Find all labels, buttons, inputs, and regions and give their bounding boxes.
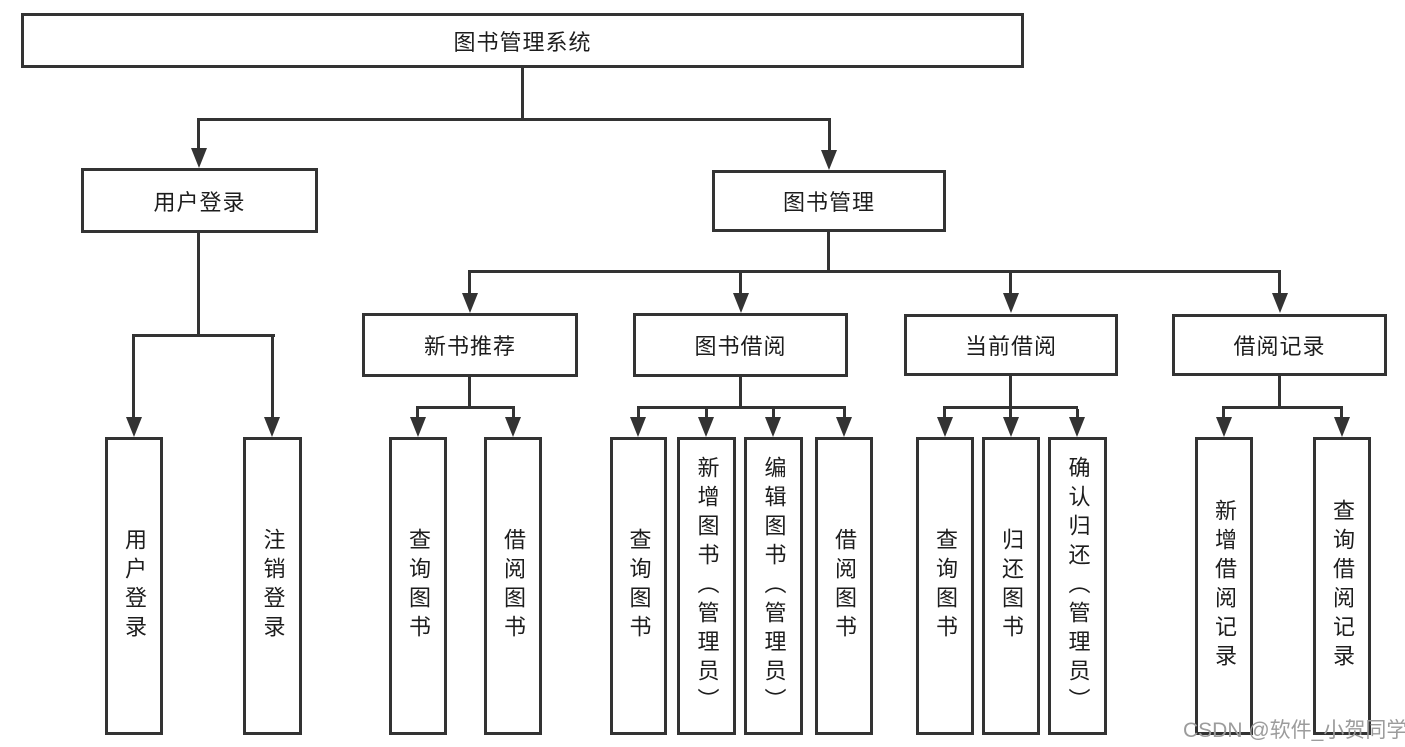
leaf-query-borrow-record-label: 查询借阅记录 <box>1330 499 1355 673</box>
node-current-borrowing-label: 当前借阅 <box>964 334 1057 359</box>
watermark: CSDN @软件_小贺同学 <box>1183 719 1405 742</box>
connector-line <box>1222 406 1343 409</box>
arrowhead-down-icon <box>733 293 749 313</box>
connector-line <box>843 409 846 417</box>
leaf-query-books-current: 查询图书 <box>916 437 974 735</box>
node-borrowing-records: 借阅记录 <box>1172 314 1387 376</box>
arrowhead-down-icon <box>630 417 646 437</box>
leaf-logout: 注销登录 <box>243 437 302 735</box>
connector-line <box>521 68 524 120</box>
connector-line <box>271 337 274 417</box>
connector-line <box>197 233 200 336</box>
connector-line <box>132 334 275 337</box>
arrowhead-down-icon <box>1334 417 1350 437</box>
node-book-borrowing: 图书借阅 <box>633 313 848 377</box>
arrowhead-down-icon <box>1003 417 1019 437</box>
arrowhead-down-icon <box>505 417 521 437</box>
leaf-user-login: 用户登录 <box>105 437 163 735</box>
leaf-confirm-return-admin-label: 确认归还（管理员） <box>1065 455 1091 717</box>
arrowhead-down-icon <box>937 417 953 437</box>
leaf-return-book-label: 归还图书 <box>999 528 1024 644</box>
connector-line <box>416 409 419 417</box>
node-root: 图书管理系统 <box>21 13 1024 68</box>
connector-line <box>828 121 831 152</box>
node-current-borrowing: 当前借阅 <box>904 314 1118 376</box>
connector-line <box>468 377 471 406</box>
arrowhead-down-icon <box>126 417 142 437</box>
leaf-add-borrow-record: 新增借阅记录 <box>1195 437 1253 735</box>
connector-line <box>827 232 830 270</box>
leaf-query-borrow-record: 查询借阅记录 <box>1313 437 1371 735</box>
leaf-borrow-books-recommend: 借阅图书 <box>484 437 542 735</box>
connector-line <box>512 409 515 417</box>
leaf-borrow-books-borrowing-label: 借阅图书 <box>832 528 857 644</box>
leaf-confirm-return-admin: 确认归还（管理员） <box>1048 437 1107 735</box>
connector-line <box>416 406 515 409</box>
connector-line <box>739 273 742 293</box>
leaf-logout-label: 注销登录 <box>260 528 286 644</box>
leaf-add-book-admin-label: 新增图书（管理员） <box>694 455 720 717</box>
node-user-login-label: 用户登录 <box>153 189 246 215</box>
connector-line <box>1009 273 1012 293</box>
connector-line <box>1009 409 1012 417</box>
leaf-query-books-recommend-label: 查询图书 <box>406 528 431 644</box>
connector-line <box>943 406 1078 409</box>
connector-line <box>132 337 135 417</box>
arrowhead-down-icon <box>1216 417 1232 437</box>
node-new-book-recommendation-label: 新书推荐 <box>423 334 516 359</box>
node-borrowing-records-label: 借阅记录 <box>1233 334 1326 359</box>
node-new-book-recommendation: 新书推荐 <box>362 313 578 377</box>
connector-line <box>468 273 471 293</box>
connector-line <box>1278 273 1281 293</box>
leaf-add-borrow-record-label: 新增借阅记录 <box>1212 499 1237 673</box>
connector-line <box>1076 409 1079 417</box>
leaf-query-books-recommend: 查询图书 <box>389 437 447 735</box>
connector-line <box>637 409 640 417</box>
leaf-edit-book-admin: 编辑图书（管理员） <box>744 437 803 735</box>
arrowhead-down-icon <box>410 417 426 437</box>
node-root-label: 图书管理系统 <box>453 29 592 55</box>
connector-line <box>705 409 708 417</box>
connector-line <box>637 406 846 409</box>
leaf-borrow-books-recommend-label: 借阅图书 <box>501 528 526 644</box>
arrowhead-down-icon <box>191 148 207 168</box>
node-user-login: 用户登录 <box>81 168 318 233</box>
connector-line <box>739 377 742 406</box>
arrowhead-down-icon <box>1003 293 1019 313</box>
connector-line <box>772 409 775 417</box>
arrowhead-down-icon <box>836 417 852 437</box>
leaf-edit-book-admin-label: 编辑图书（管理员） <box>761 455 787 717</box>
node-book-management-label: 图书管理 <box>782 190 875 215</box>
node-book-management: 图书管理 <box>712 170 946 232</box>
connector-line <box>197 118 831 121</box>
connector-line <box>943 409 946 417</box>
leaf-user-login-label: 用户登录 <box>122 528 147 644</box>
arrowhead-down-icon <box>698 417 714 437</box>
connector-line <box>1009 376 1012 406</box>
leaf-query-books-borrowing: 查询图书 <box>610 437 667 735</box>
connector-line <box>468 270 1281 273</box>
leaf-add-book-admin: 新增图书（管理员） <box>677 437 736 735</box>
connector-line <box>197 121 200 150</box>
leaf-borrow-books-borrowing: 借阅图书 <box>815 437 873 735</box>
connector-line <box>1340 409 1343 417</box>
arrowhead-down-icon <box>462 293 478 313</box>
connector-line <box>1222 409 1225 417</box>
arrowhead-down-icon <box>1272 293 1288 313</box>
leaf-query-books-current-label: 查询图书 <box>933 528 958 644</box>
leaf-return-book: 归还图书 <box>982 437 1040 735</box>
arrowhead-down-icon <box>264 417 280 437</box>
arrowhead-down-icon <box>821 150 837 170</box>
connector-line <box>1278 376 1281 406</box>
arrowhead-down-icon <box>1069 417 1085 437</box>
arrowhead-down-icon <box>765 417 781 437</box>
node-book-borrowing-label: 图书借阅 <box>694 334 787 359</box>
leaf-query-books-borrowing-label: 查询图书 <box>626 528 652 644</box>
